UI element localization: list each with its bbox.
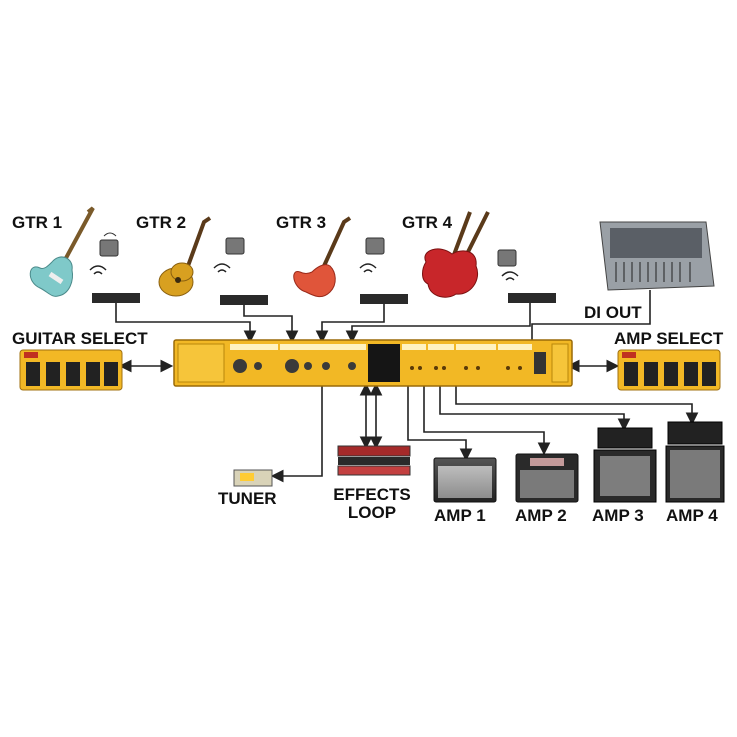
guitar-4-icon — [422, 211, 490, 298]
gtr1-label: GTR 1 — [12, 213, 63, 232]
radial-jx44-rack — [173, 339, 573, 387]
gtr3-label: GTR 3 — [276, 213, 327, 232]
effects-rack-icon — [337, 445, 411, 476]
amp-4-icon — [665, 421, 725, 503]
amp-3-icon — [593, 427, 657, 503]
gtr4-label: GTR 4 — [402, 213, 453, 232]
amp3-label: AMP 3 — [592, 506, 644, 525]
guitar-1-icon — [29, 206, 95, 297]
guitar-select-remote — [19, 349, 123, 391]
effects-label-line1: EFFECTS — [333, 485, 411, 504]
connection-lines — [115, 290, 699, 483]
amp4-label: AMP 4 — [666, 506, 718, 525]
effects-label-line2: LOOP — [347, 503, 397, 522]
amp2-label: AMP 2 — [515, 506, 567, 525]
guitar-2-icon — [158, 216, 212, 297]
di-out-label: DI OUT — [584, 303, 642, 322]
tuner-icon — [233, 469, 273, 487]
amp-1-icon — [433, 457, 497, 503]
wireless-transmitter-3-icon — [359, 237, 408, 304]
guitar-select-label: GUITAR SELECT — [12, 329, 148, 348]
amp1-label: AMP 1 — [434, 506, 486, 525]
mixer-console-icon — [599, 221, 715, 291]
wireless-transmitter-4-icon — [497, 249, 556, 303]
amp-2-icon — [515, 453, 579, 503]
guitar-3-icon — [293, 216, 352, 298]
wireless-transmitter-1-icon — [89, 232, 140, 303]
wireless-transmitter-2-icon — [213, 237, 268, 305]
effects-loop-label: EFFECTS LOOP — [330, 486, 414, 522]
amp-select-remote — [617, 349, 721, 391]
tuner-label: TUNER — [218, 489, 277, 508]
gtr2-label: GTR 2 — [136, 213, 187, 232]
amp-select-label: AMP SELECT — [614, 329, 724, 348]
